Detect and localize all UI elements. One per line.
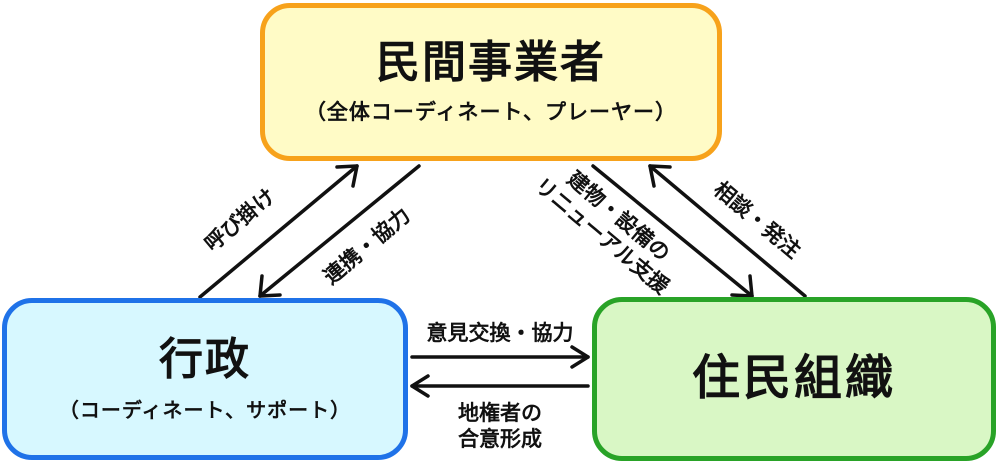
node-private-title: 民間事業者	[376, 36, 606, 88]
arrow-renewal-support	[591, 164, 754, 298]
label-consensus-line2: 合意形成	[458, 427, 542, 452]
node-private-subtitle: （全体コーディネート、プレーヤー）	[304, 100, 678, 125]
arrow-consult-order	[648, 164, 807, 298]
arrow-consensus	[410, 374, 590, 398]
node-government: 行政 （コーディネート、サポート）	[2, 298, 408, 460]
arrow-opinion-exchange	[410, 345, 590, 369]
label-opinion-exchange: 意見交換・協力	[426, 321, 574, 345]
node-residents: 住民組織	[592, 297, 996, 461]
node-private-operator: 民間事業者 （全体コーディネート、プレーヤー）	[260, 3, 722, 161]
label-consensus: 地権者の 合意形成	[420, 400, 580, 453]
node-government-title: 行政	[159, 334, 251, 386]
arrow-cooperation	[258, 164, 421, 298]
node-government-subtitle: （コーディネート、サポート）	[58, 397, 352, 422]
node-residents-title: 住民組織	[691, 350, 896, 407]
arrow-call-out	[198, 164, 359, 299]
label-consensus-line1: 地権者の	[458, 401, 542, 425]
